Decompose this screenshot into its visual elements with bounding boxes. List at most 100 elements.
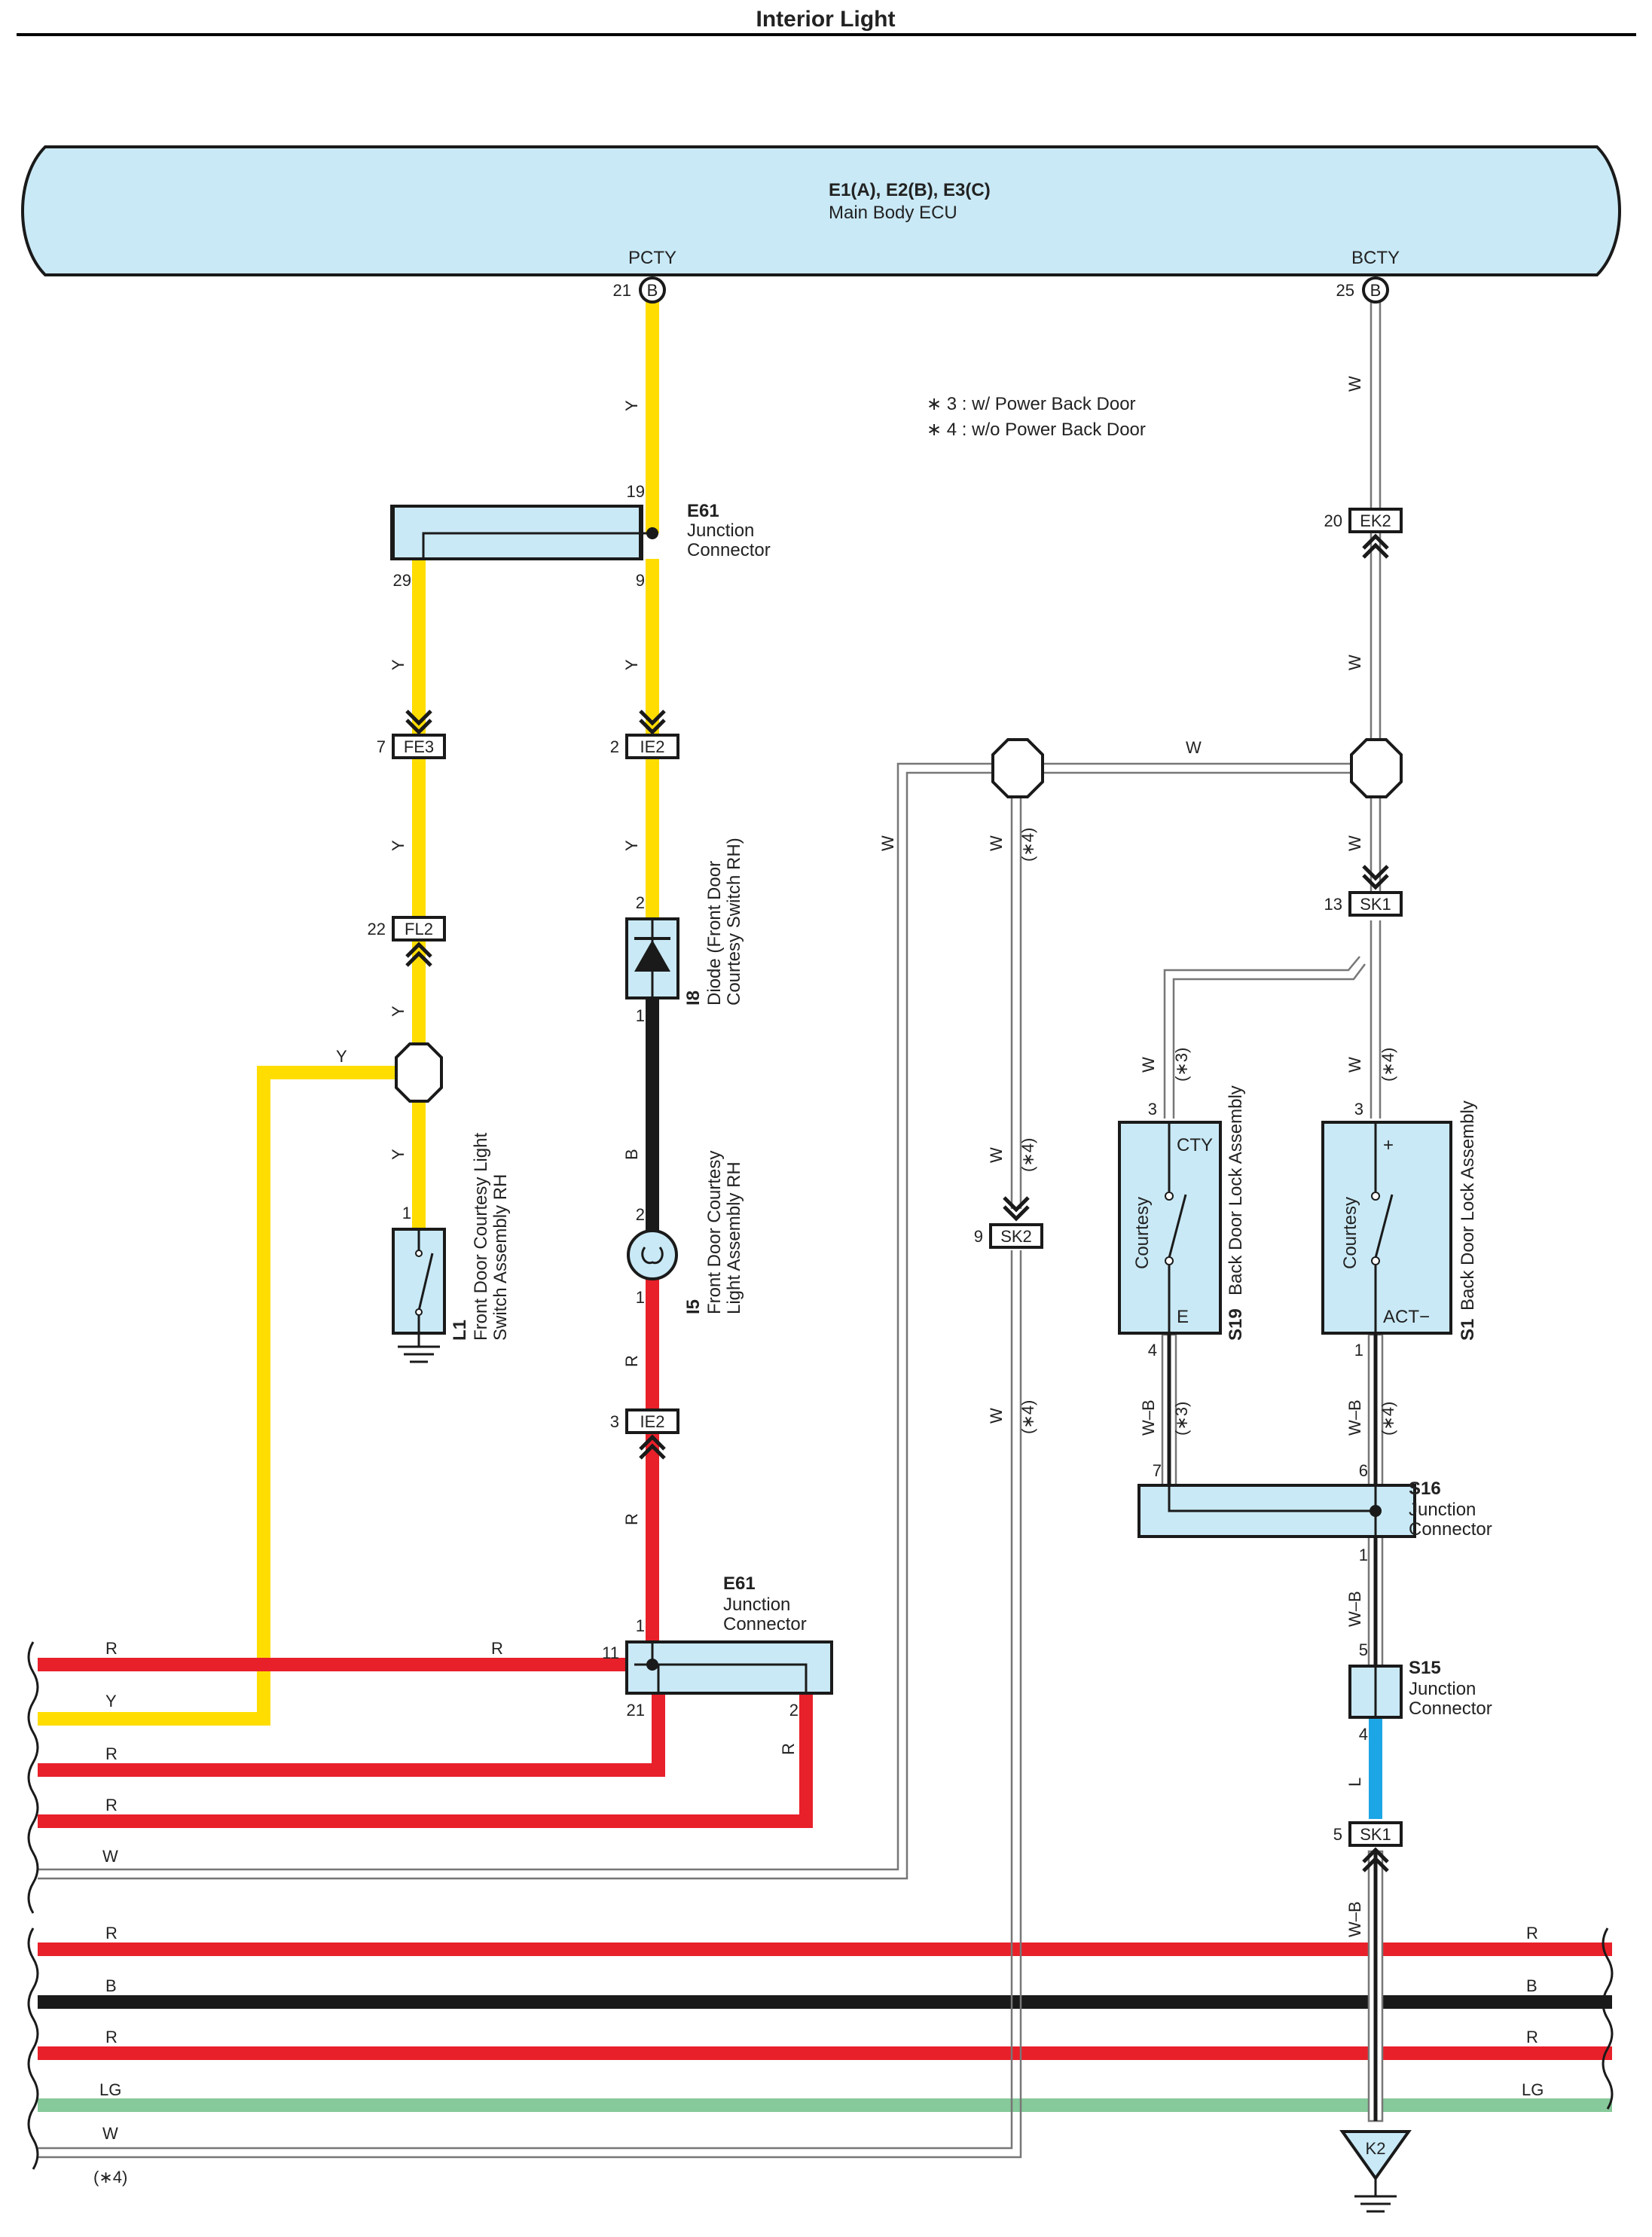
svg-text:(∗4): (∗4)	[93, 2168, 127, 2187]
svg-text:R: R	[105, 1924, 118, 1942]
s1-label: S1 Back Door Lock Assembly	[1458, 1100, 1478, 1341]
s15-pin-5: 5	[1359, 1640, 1368, 1659]
ecu-pin-21-no: 21	[613, 281, 631, 300]
s16-pin-1: 1	[1359, 1546, 1368, 1564]
svg-text:(∗4): (∗4)	[1379, 1402, 1397, 1436]
svg-text:Front Door Courtesy Light: Front Door Courtesy Light	[471, 1133, 491, 1341]
svg-text:R: R	[491, 1639, 503, 1658]
wire-r-bus-2	[38, 1691, 665, 1777]
s15-l1: Junction	[1409, 1679, 1476, 1699]
ecu-name: Main Body ECU	[829, 203, 957, 223]
svg-text:Y: Y	[389, 840, 408, 851]
svg-text:LG: LG	[99, 2080, 121, 2099]
i8-pin-1: 1	[636, 1006, 645, 1025]
svg-text:R: R	[105, 1639, 118, 1658]
svg-text:Diode (Front Door: Diode (Front Door	[704, 861, 725, 1006]
svg-text:13: 13	[1324, 895, 1342, 914]
svg-text:W: W	[102, 2124, 118, 2143]
svg-text:W: W	[1345, 835, 1364, 851]
wire-labels-vertical: Y Y Y Y Y Y Y B R R R W W W W W (∗4) W (…	[389, 376, 1397, 1937]
e61-bottom-id: E61	[723, 1573, 756, 1594]
l1-switch	[392, 1228, 446, 1363]
svg-text:I8: I8	[683, 990, 704, 1006]
svg-text:Y: Y	[622, 400, 641, 411]
svg-text:W: W	[1345, 655, 1364, 670]
svg-text:IE2: IE2	[640, 737, 664, 756]
conn-fe3: FE3 7	[377, 710, 446, 759]
svg-text:Front Door Courtesy: Front Door Courtesy	[704, 1151, 725, 1314]
svg-text:B: B	[105, 1976, 117, 1995]
svg-text:W: W	[987, 1147, 1006, 1163]
conn-ek2: EK2 20	[1324, 508, 1403, 559]
svg-text:(∗3): (∗3)	[1172, 1402, 1191, 1436]
note-star-4: ∗ 4 : w/o Power Back Door	[927, 420, 1146, 440]
svg-text:S1: S1	[1458, 1319, 1478, 1341]
svg-text:5: 5	[1333, 1825, 1342, 1844]
main-body-ecu-box	[21, 145, 1621, 276]
ecu-pin-25-no: 25	[1336, 281, 1354, 300]
e61-top-pin-19: 19	[627, 482, 645, 501]
svg-text:(∗4): (∗4)	[1018, 828, 1037, 862]
svg-text:W: W	[1345, 1057, 1364, 1073]
ground-k2-label: K2	[1366, 2139, 1386, 2158]
svg-text:Back Door Lock Assembly: Back Door Lock Assembly	[1226, 1085, 1246, 1296]
svg-text:Light Assembly RH: Light Assembly RH	[724, 1161, 744, 1314]
e61-bottom-pin-2: 2	[789, 1701, 799, 1720]
ecu-pin-21-circle	[639, 276, 666, 304]
svg-text:W–B: W–B	[1345, 1591, 1364, 1627]
ecu-pin-25-circle	[1362, 276, 1389, 304]
splice-w-right	[1350, 738, 1403, 798]
e61-bottom-l1: Junction	[723, 1595, 790, 1615]
edge-waves	[27, 1641, 1614, 2170]
s16-pin-7: 7	[1153, 1461, 1162, 1480]
e61-bottom-pin-11: 11	[602, 1643, 619, 1662]
s1-inner: Courtesy	[1340, 1197, 1360, 1269]
svg-text:(∗4): (∗4)	[1379, 1048, 1397, 1082]
e61-bottom-box	[625, 1640, 833, 1695]
svg-text:9: 9	[974, 1227, 983, 1246]
ecu-pin-25-letter: B	[1370, 281, 1382, 300]
svg-text:B: B	[1526, 1976, 1537, 1995]
e61-bottom-pin-1: 1	[636, 1616, 645, 1635]
s16-id: S16	[1409, 1479, 1441, 1499]
svg-text:W–B: W–B	[1139, 1399, 1158, 1436]
svg-text:R: R	[1526, 2028, 1538, 2046]
svg-text:R: R	[1526, 1924, 1538, 1942]
i5-label: I5 Front Door Courtesy Light Assembly RH	[683, 1151, 744, 1314]
ecu-pin-pcty: PCTY	[628, 248, 676, 268]
white-wires	[38, 301, 1382, 2159]
svg-text:3: 3	[610, 1412, 619, 1431]
s1-top-label: +	[1383, 1135, 1394, 1155]
s19-bottom-label: E	[1177, 1307, 1189, 1327]
svg-text:SK2: SK2	[1000, 1227, 1032, 1246]
e61-top-bus	[422, 532, 652, 559]
conn-ie2-bottom: IE2 3	[610, 1408, 679, 1460]
svg-text:Y: Y	[389, 659, 408, 670]
ecu-pin-21-letter: B	[647, 281, 658, 300]
svg-text:Courtesy Switch RH): Courtesy Switch RH)	[724, 838, 744, 1006]
ecu-id: E1(A), E2(B), E3(C)	[829, 180, 991, 200]
s16-bus	[1168, 1485, 1377, 1512]
svg-text:R: R	[622, 1355, 641, 1367]
svg-text:Y: Y	[622, 659, 641, 670]
wire-labels-horizontal: W Y R R Y R R W R R B B R R LG LG W (∗4)	[93, 738, 1544, 2187]
s1-pin-1: 1	[1354, 1341, 1363, 1360]
svg-text:Back Door Lock Assembly: Back Door Lock Assembly	[1458, 1100, 1478, 1311]
svg-text:R: R	[105, 1796, 118, 1814]
svg-text:Y: Y	[389, 1006, 408, 1017]
svg-text:I5: I5	[683, 1299, 704, 1314]
s19-top-label: CTY	[1177, 1135, 1213, 1155]
svg-text:SK1: SK1	[1360, 895, 1391, 914]
svg-text:W: W	[1139, 1057, 1158, 1073]
svg-text:7: 7	[377, 737, 386, 756]
svg-text:W–B: W–B	[1345, 1901, 1364, 1937]
svg-text:Y: Y	[622, 840, 641, 851]
conn-sk1-bottom: SK1 5	[1333, 1821, 1403, 1872]
splice-y	[395, 1042, 443, 1103]
l1-label: L1 Front Door Courtesy Light Switch Asse…	[450, 1133, 511, 1341]
svg-text:W: W	[102, 1847, 118, 1866]
i8-pin-2: 2	[636, 893, 645, 912]
e61-bottom-pin-21: 21	[627, 1701, 645, 1720]
s19-pin-3: 3	[1148, 1100, 1157, 1118]
